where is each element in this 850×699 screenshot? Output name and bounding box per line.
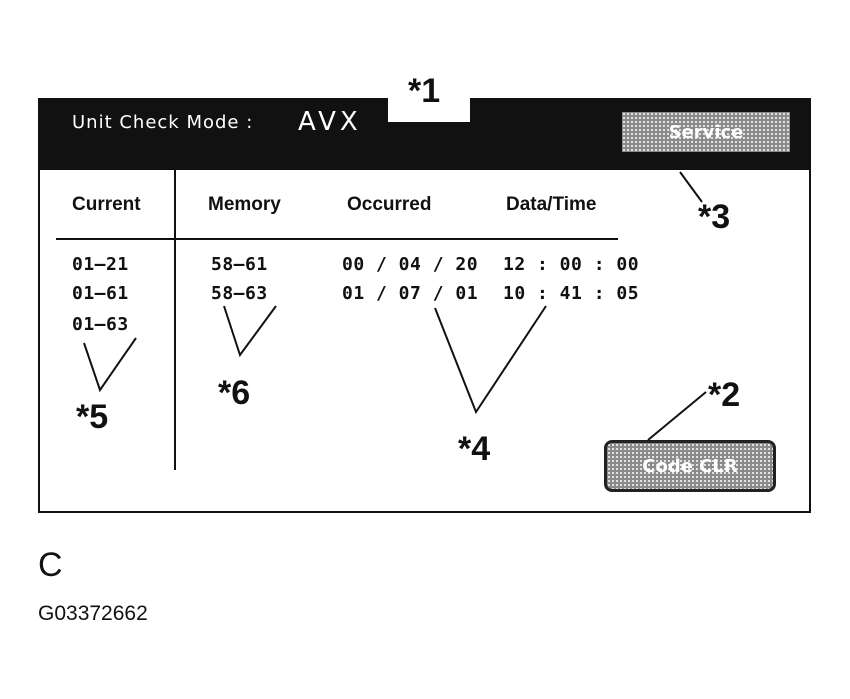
current-code-2: 01—61 bbox=[72, 283, 129, 304]
callout-1: *1 bbox=[408, 72, 441, 110]
callout-6: *6 bbox=[218, 374, 251, 412]
callout-3: *3 bbox=[698, 198, 731, 236]
column-header-occurred: Occurred bbox=[347, 194, 432, 215]
current-code-3: 01—63 bbox=[72, 314, 129, 335]
column-header-current: Current bbox=[72, 194, 141, 215]
code-clear-button[interactable]: Code CLR bbox=[604, 440, 776, 492]
header-divider bbox=[56, 238, 618, 240]
figure-id: G03372662 bbox=[38, 602, 148, 625]
occurred-time-2: 10 : 41 : 05 bbox=[503, 283, 640, 304]
callout-5: *5 bbox=[76, 398, 109, 436]
current-code-1: 01—21 bbox=[72, 254, 129, 275]
service-button[interactable]: Service bbox=[622, 112, 790, 152]
memory-code-2: 58—63 bbox=[211, 283, 268, 304]
occurred-date-2: 01 / 07 / 01 bbox=[342, 283, 479, 304]
figure-letter: C bbox=[38, 546, 63, 584]
header-title: Unit Check Mode : bbox=[72, 112, 254, 133]
column-header-memory: Memory bbox=[208, 194, 281, 215]
callout-4: *4 bbox=[458, 430, 491, 468]
mode-label: AVX bbox=[298, 107, 362, 137]
occurred-time-1: 12 : 00 : 00 bbox=[503, 254, 640, 275]
header-notch bbox=[388, 98, 470, 122]
column-divider bbox=[174, 170, 176, 470]
memory-code-1: 58—61 bbox=[211, 254, 268, 275]
callout-2: *2 bbox=[708, 376, 741, 414]
occurred-date-1: 00 / 04 / 20 bbox=[342, 254, 479, 275]
column-header-datetime: Data/Time bbox=[506, 194, 597, 215]
